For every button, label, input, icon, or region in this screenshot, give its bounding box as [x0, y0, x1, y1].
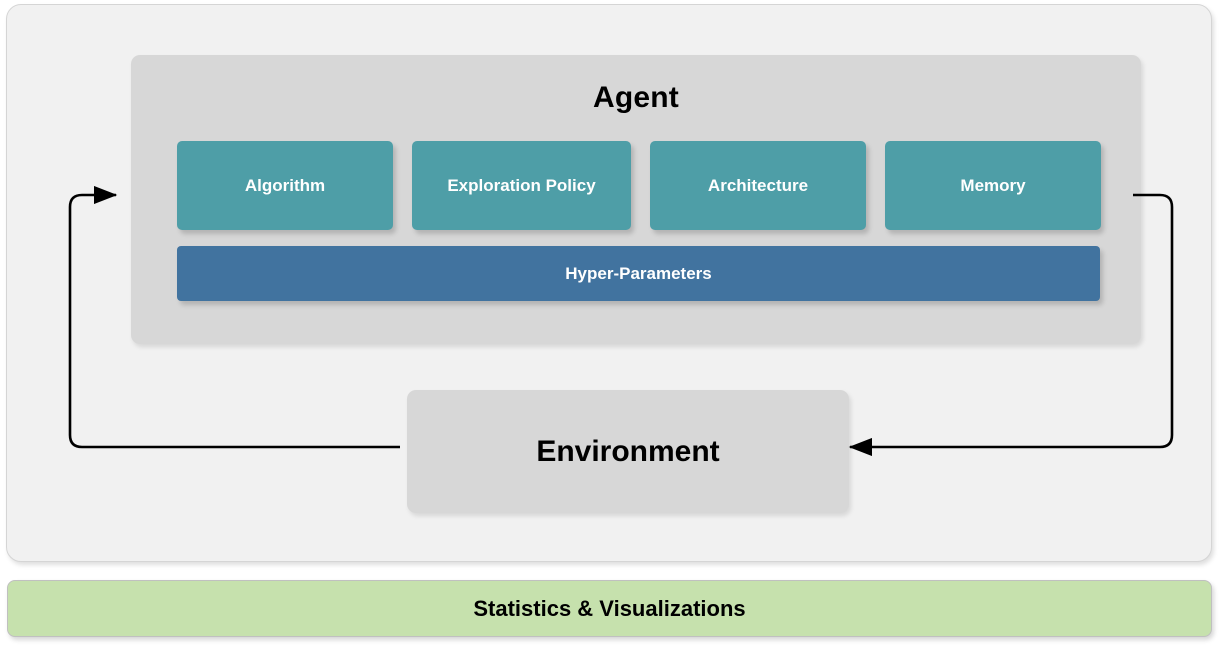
- agent-component-memory[interactable]: Memory: [885, 141, 1101, 230]
- agent-component-architecture[interactable]: Architecture: [650, 141, 866, 230]
- agent-component-algorithm[interactable]: Algorithm: [177, 141, 393, 230]
- agent-component-exploration-policy[interactable]: Exploration Policy: [412, 141, 631, 230]
- agent-component-row: Algorithm Exploration Policy Architectur…: [177, 141, 1101, 230]
- agent-environment-panel: Agent Algorithm Exploration Policy Archi…: [6, 4, 1212, 562]
- agent-title: Agent: [593, 81, 679, 114]
- statistics-visualizations-bar[interactable]: Statistics & Visualizations: [7, 580, 1212, 637]
- environment-box[interactable]: Environment: [407, 390, 849, 513]
- agent-panel: Agent Algorithm Exploration Policy Archi…: [131, 55, 1141, 344]
- hyper-parameters-bar[interactable]: Hyper-Parameters: [177, 246, 1100, 301]
